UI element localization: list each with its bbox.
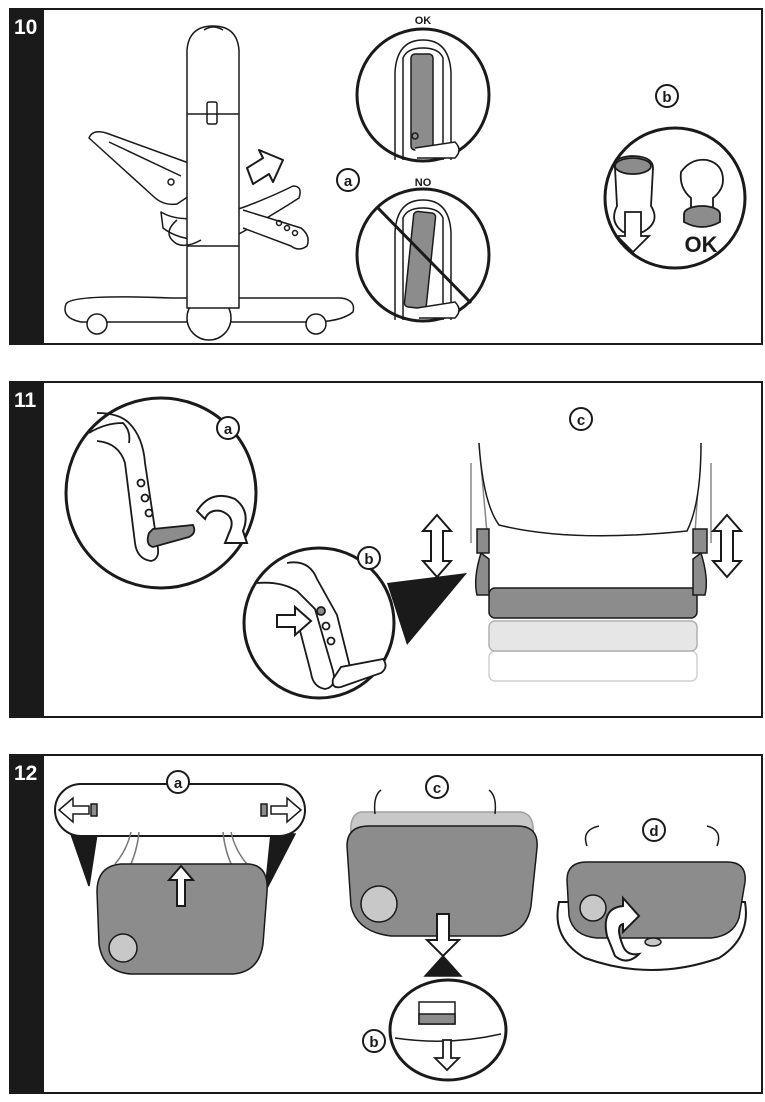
- step-number: 12: [14, 762, 38, 785]
- callout-b: b: [662, 89, 671, 106]
- step-11-panel: 11 a b: [9, 381, 763, 718]
- callout-a: a: [174, 775, 183, 792]
- step-number-strip: 11: [11, 383, 44, 716]
- ok-label: OK: [415, 15, 432, 27]
- step-10-panel: 10: [9, 8, 763, 345]
- step-number-strip: 12: [11, 756, 44, 1092]
- step-number: 10: [14, 16, 38, 39]
- callout-d: d: [649, 823, 658, 840]
- callout-c: c: [577, 412, 585, 429]
- step-number: 11: [14, 389, 37, 412]
- callout-b: b: [364, 551, 373, 568]
- callout-c: c: [433, 780, 441, 797]
- step-10-illustration: OK NO a b OK: [64, 15, 747, 341]
- step-11-illustration: a b c: [64, 396, 744, 700]
- no-label: NO: [415, 177, 432, 189]
- callout-a: a: [344, 173, 353, 190]
- step-12-panel: 12 a c: [9, 754, 763, 1094]
- ok-big-label: OK: [685, 232, 718, 257]
- callout-a: a: [224, 421, 233, 438]
- step-number-strip: 10: [11, 10, 44, 343]
- callout-b: b: [369, 1034, 378, 1051]
- step-12-illustration: a c b d: [54, 770, 747, 1082]
